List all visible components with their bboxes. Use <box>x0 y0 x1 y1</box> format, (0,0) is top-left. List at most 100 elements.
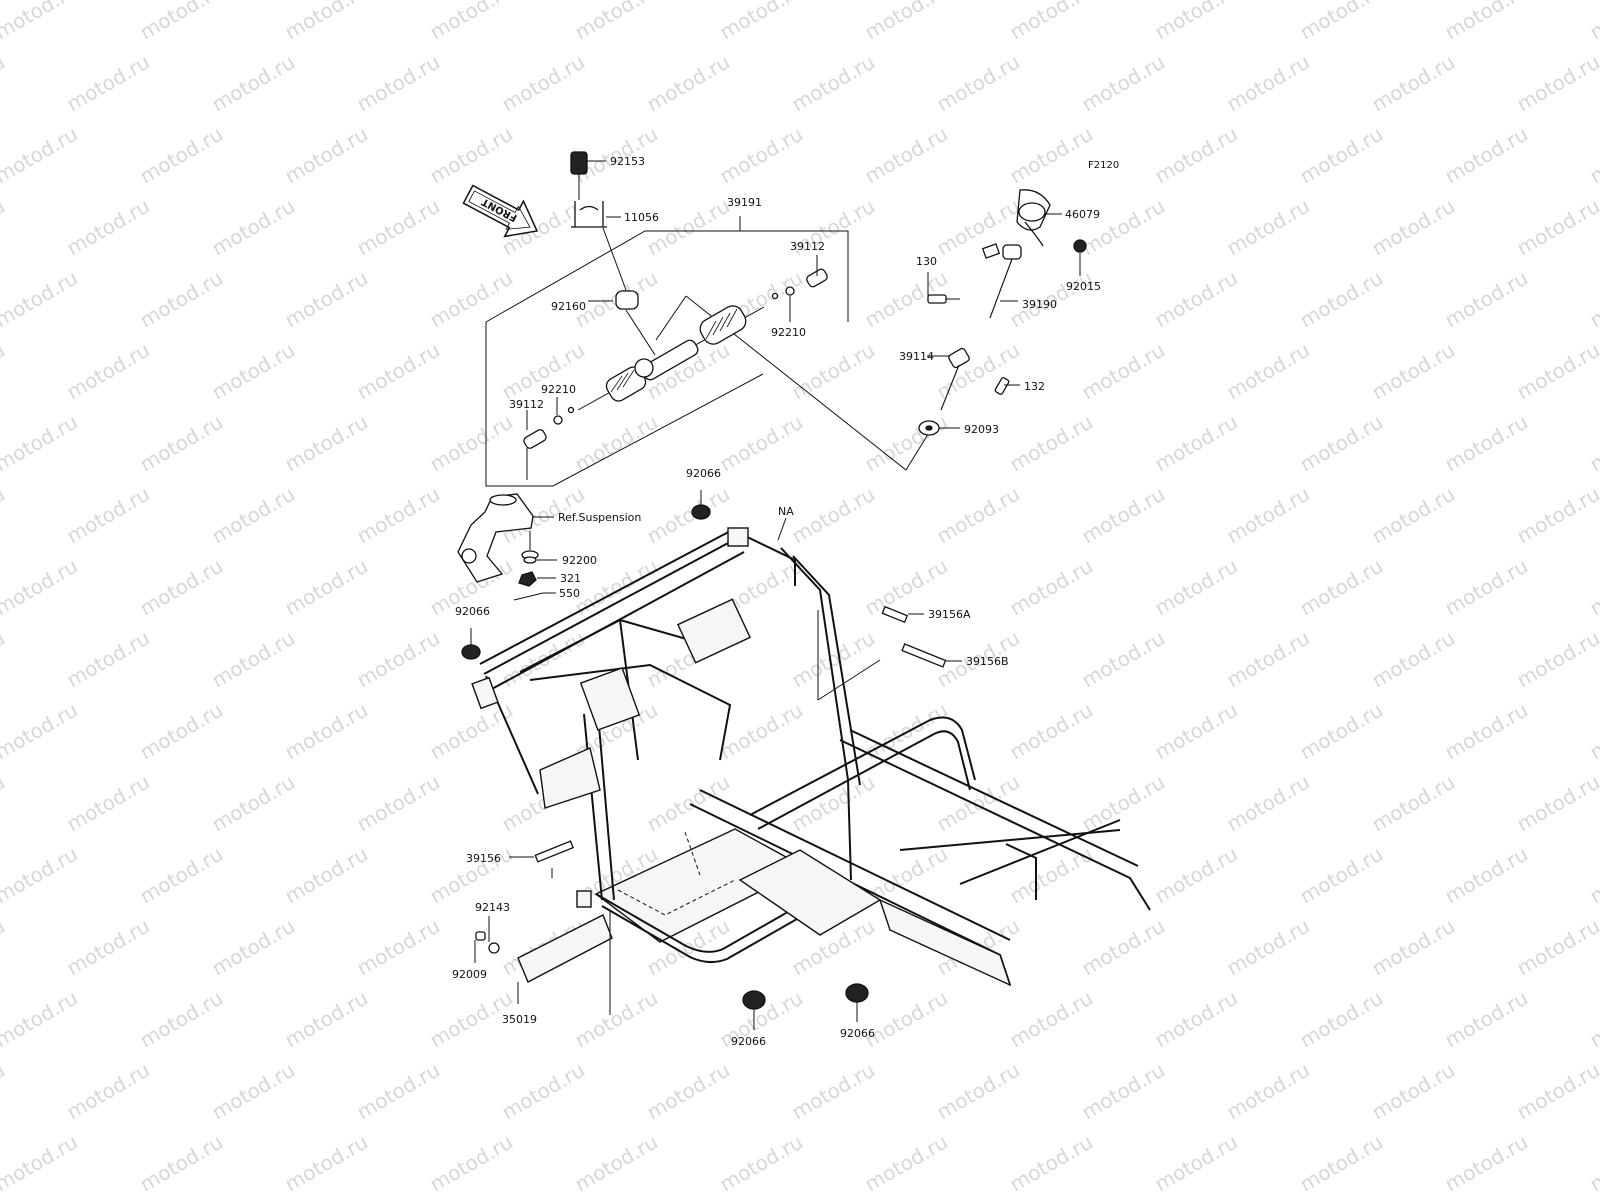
watermark-text: motod.ru <box>571 986 662 1053</box>
callout-39190: 39190 <box>1022 298 1057 311</box>
watermark-text: motod.ru <box>933 482 1024 549</box>
watermark-text: motod.ru <box>136 986 227 1053</box>
callout-layer: 9215311056391913911292160922109221039112… <box>452 155 1101 1048</box>
watermark-text: motod.ru <box>0 266 82 333</box>
watermark-text: motod.ru <box>861 986 952 1053</box>
front-arrow-icon: FRONT <box>462 184 539 238</box>
frame-mark-label: NA <box>778 505 794 518</box>
watermark-text: motod.ru <box>281 410 372 477</box>
watermark-text: motod.ru <box>571 0 662 44</box>
watermark-text: motod.ru <box>281 554 372 621</box>
watermark-text: motod.ru <box>63 338 154 405</box>
watermark-text: motod.ru <box>1368 626 1459 693</box>
watermark-text: motod.ru <box>208 194 299 261</box>
leader-lines <box>470 160 1081 1030</box>
callout-92066: 92066 <box>455 605 490 618</box>
callout-92093: 92093 <box>964 423 999 436</box>
watermark-text: motod.ru <box>788 50 879 117</box>
watermark-text: motod.ru <box>1513 338 1600 405</box>
watermark-text: motod.ru <box>1078 50 1169 117</box>
watermark-text: motod.ru <box>1151 554 1242 621</box>
vehicle-frame <box>471 527 1151 987</box>
watermark-text: motod.ru <box>281 698 372 765</box>
watermark-text: motod.ru <box>426 122 517 189</box>
watermark-text: motod.ru <box>571 410 662 477</box>
watermark-text: motod.ru <box>1586 122 1600 189</box>
watermark-text: motod.ru <box>1441 410 1532 477</box>
watermark-text: motod.ru <box>281 986 372 1053</box>
watermark-text: motod.ru <box>1296 554 1387 621</box>
watermark-text: motod.ru <box>643 482 734 549</box>
watermark-text: motod.ru <box>933 770 1024 837</box>
watermark-text: motod.ru <box>1151 1130 1242 1197</box>
watermark-text: motod.ru <box>1368 482 1459 549</box>
watermark-text: motod.ru <box>63 626 154 693</box>
watermark-text: motod.ru <box>1006 410 1097 477</box>
watermark-text: motod.ru <box>63 194 154 261</box>
watermark-text: motod.ru <box>1368 50 1459 117</box>
callout-92066: 92066 <box>686 467 721 480</box>
ref-suspension-note: Ref.Suspension <box>558 511 641 524</box>
watermark-text: motod.ru <box>208 1058 299 1125</box>
watermark-text: motod.ru <box>426 0 517 44</box>
watermark-text: motod.ru <box>1586 986 1600 1053</box>
watermark-text: motod.ru <box>1078 1058 1169 1125</box>
watermark-text: motod.ru <box>1441 266 1532 333</box>
watermark-text: motod.ru <box>63 914 154 981</box>
watermark-text: motod.ru <box>1586 554 1600 621</box>
watermark-text: motod.ru <box>861 0 952 44</box>
watermark-text: motod.ru <box>1006 842 1097 909</box>
watermark-text: motod.ru <box>63 482 154 549</box>
callout-39112: 39112 <box>509 398 544 411</box>
watermark-text: motod.ru <box>208 770 299 837</box>
watermark-text: motod.ru <box>0 122 82 189</box>
watermark-text: motod.ru <box>1513 770 1600 837</box>
watermark-text: motod.ru <box>208 338 299 405</box>
callout-92160: 92160 <box>551 300 586 313</box>
watermark-text: motod.ru <box>1513 194 1600 261</box>
watermark-text: motod.ru <box>208 914 299 981</box>
watermark-text: motod.ru <box>1296 1130 1387 1197</box>
watermark-text: motod.ru <box>353 50 444 117</box>
watermark-text: motod.ru <box>1586 410 1600 477</box>
watermark-text: motod.ru <box>0 1058 9 1125</box>
watermark-text: motod.ru <box>353 482 444 549</box>
watermark-text: motod.ru <box>1296 122 1387 189</box>
watermark-text: motod.ru <box>1368 770 1459 837</box>
watermark-text: motod.ru <box>208 50 299 117</box>
watermark-text: motod.ru <box>788 770 879 837</box>
watermark-text: motod.ru <box>1223 626 1314 693</box>
watermark-text: motod.ru <box>643 1058 734 1125</box>
watermark-text: motod.ru <box>0 410 82 477</box>
watermark-text: motod.ru <box>136 266 227 333</box>
watermark-text: motod.ru <box>136 0 227 44</box>
watermark-text: motod.ru <box>498 50 589 117</box>
watermark-text: motod.ru <box>63 50 154 117</box>
watermark-text: motod.ru <box>353 194 444 261</box>
watermark-text: motod.ru <box>861 122 952 189</box>
watermark-text: motod.ru <box>353 1058 444 1125</box>
watermark-text: motod.ru <box>0 914 9 981</box>
watermark-text: motod.ru <box>353 626 444 693</box>
watermark-text: motod.ru <box>1441 1130 1532 1197</box>
watermark-text: motod.ru <box>136 554 227 621</box>
watermark-text: motod.ru <box>1006 1130 1097 1197</box>
callout-92210: 92210 <box>771 326 806 339</box>
watermark-text: motod.ru <box>426 266 517 333</box>
watermark-text: motod.ru <box>1006 986 1097 1053</box>
watermark-text: motod.ru <box>136 698 227 765</box>
watermark-text: motod.ru <box>1296 266 1387 333</box>
steering-knuckle <box>457 493 544 601</box>
watermark-text: motod.ru <box>136 1130 227 1197</box>
steering-assembly-outline <box>485 216 931 487</box>
tie-rod-ends <box>523 268 828 480</box>
watermark-text: motod.ru <box>1223 770 1314 837</box>
callout-39156a: 39156A <box>928 608 971 621</box>
watermark-text: motod.ru <box>0 770 9 837</box>
watermark-text: motod.ru <box>1078 770 1169 837</box>
watermark-text: motod.ru <box>0 338 9 405</box>
watermark-text: motod.ru <box>861 698 952 765</box>
watermark-text: motod.ru <box>0 986 82 1053</box>
watermark-text: motod.ru <box>281 266 372 333</box>
